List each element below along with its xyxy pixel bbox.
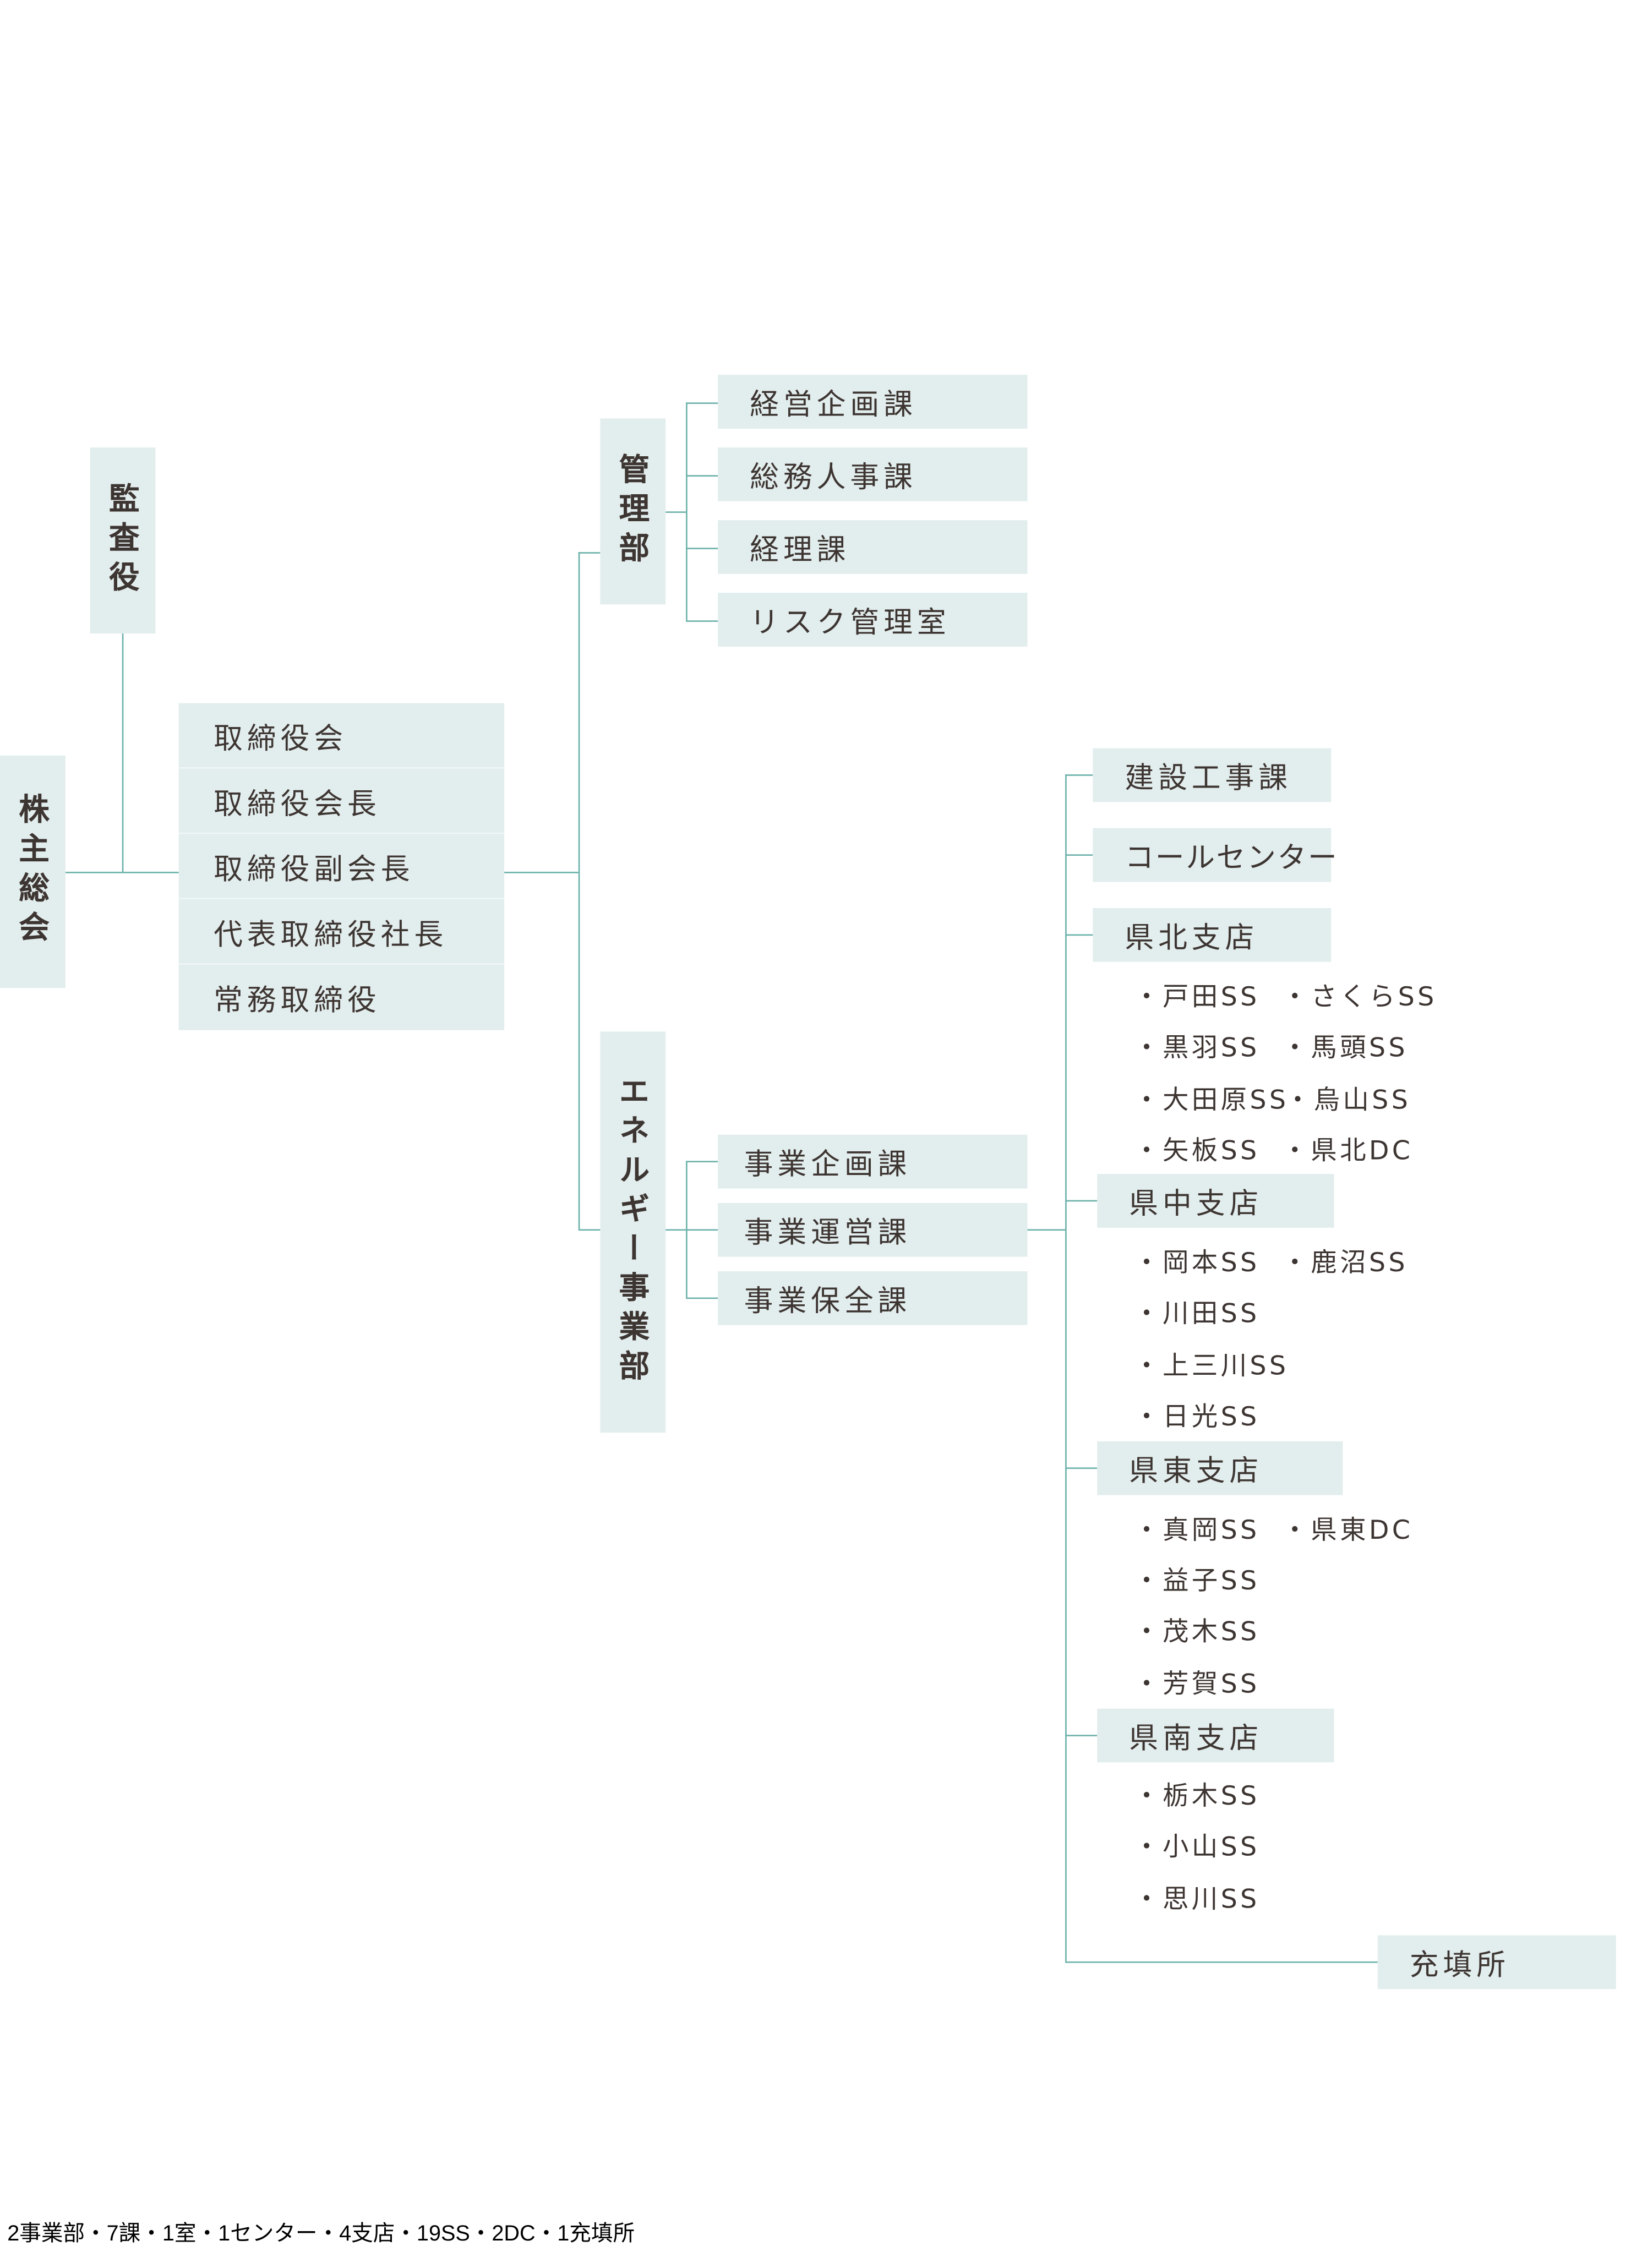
station: ・上三川SS bbox=[1133, 1351, 1289, 1382]
director-row: 取締役会 bbox=[178, 703, 505, 769]
section-box: 経理課 bbox=[718, 520, 1028, 574]
station: ・馬頭SS bbox=[1281, 1033, 1408, 1064]
energy-dept-label: エネルギー事業部 bbox=[615, 1075, 651, 1389]
connector bbox=[1065, 934, 1093, 936]
connector bbox=[686, 620, 718, 622]
section-box: リスク管理室 bbox=[718, 593, 1028, 647]
station: ・思川SS bbox=[1133, 1884, 1260, 1915]
connector bbox=[1065, 1467, 1098, 1469]
section-box: 経営企画課 bbox=[718, 375, 1028, 429]
filling-station-box: 充填所 bbox=[1377, 1935, 1616, 1990]
station: ・戸田SS bbox=[1133, 982, 1260, 1013]
connector bbox=[686, 475, 718, 477]
connector bbox=[578, 1229, 601, 1231]
board-box: 取締役会 取締役会長 取締役副会長 代表取締役社長 常務取締役 bbox=[178, 703, 505, 1030]
branch-box: 県北支店 bbox=[1093, 908, 1332, 962]
branch-box: 県東支店 bbox=[1097, 1441, 1343, 1495]
station: ・県東DC bbox=[1281, 1515, 1414, 1546]
shareholders-label: 株主総会 bbox=[15, 793, 51, 950]
station: ・さくらSS bbox=[1281, 982, 1437, 1013]
connector bbox=[665, 511, 686, 513]
station: ・益子SS bbox=[1133, 1566, 1260, 1597]
shareholders-box: 株主総会 bbox=[0, 755, 66, 988]
connector bbox=[504, 872, 579, 873]
connector bbox=[686, 1297, 718, 1299]
summary-footer: 2事業部・7課・1室・1センター・4支店・19SS・2DC・1充填所 bbox=[7, 2221, 635, 2247]
connector bbox=[65, 872, 179, 873]
connector bbox=[1065, 1200, 1098, 1202]
auditor-box: 監査役 bbox=[90, 447, 156, 634]
station: ・芳賀SS bbox=[1133, 1669, 1260, 1700]
connector bbox=[578, 552, 580, 1229]
connector bbox=[1065, 1735, 1098, 1736]
station: ・日光SS bbox=[1133, 1402, 1260, 1433]
station: ・矢板SS bbox=[1133, 1136, 1260, 1167]
connector bbox=[1027, 1229, 1066, 1231]
director-row: 取締役会長 bbox=[178, 768, 505, 834]
connector bbox=[122, 633, 124, 872]
auditor-label: 監査役 bbox=[105, 482, 140, 599]
station: ・鹿沼SS bbox=[1281, 1248, 1408, 1279]
station: ・川田SS bbox=[1133, 1299, 1260, 1330]
connector bbox=[1065, 774, 1093, 776]
station: ・烏山SS bbox=[1284, 1085, 1411, 1116]
connector bbox=[1065, 1961, 1378, 1963]
director-row: 取締役副会長 bbox=[178, 834, 505, 900]
director-row: 常務取締役 bbox=[178, 964, 505, 1030]
connector bbox=[686, 402, 688, 621]
connector bbox=[686, 1161, 718, 1162]
construction-box: 建設工事課 bbox=[1093, 748, 1332, 802]
connector bbox=[686, 548, 718, 549]
section-box: 事業保全課 bbox=[718, 1271, 1028, 1325]
director-row: 代表取締役社長 bbox=[178, 899, 505, 965]
branch-box: 県南支店 bbox=[1097, 1708, 1334, 1763]
section-box: 総務人事課 bbox=[718, 447, 1028, 501]
connector bbox=[686, 402, 718, 404]
call-center-box: コールセンター bbox=[1093, 828, 1337, 882]
connector bbox=[686, 1161, 688, 1298]
energy-dept-box: エネルギー事業部 bbox=[600, 1031, 666, 1433]
station: ・県北DC bbox=[1281, 1136, 1414, 1167]
station: ・大田原SS bbox=[1133, 1085, 1289, 1116]
station: ・黒羽SS bbox=[1133, 1033, 1260, 1064]
station: ・真岡SS bbox=[1133, 1515, 1260, 1546]
connector bbox=[665, 1229, 718, 1231]
connector bbox=[578, 552, 601, 554]
station: ・岡本SS bbox=[1133, 1248, 1260, 1279]
section-box: 事業運営課 bbox=[718, 1203, 1028, 1257]
branch-box: 県中支店 bbox=[1097, 1174, 1334, 1228]
connector bbox=[1065, 854, 1093, 856]
admin-dept-box: 管理部 bbox=[600, 418, 666, 605]
admin-dept-label: 管理部 bbox=[615, 452, 651, 571]
station: ・栃木SS bbox=[1133, 1781, 1260, 1812]
station: ・茂木SS bbox=[1133, 1617, 1260, 1648]
station: ・小山SS bbox=[1133, 1832, 1260, 1863]
section-box: 事業企画課 bbox=[718, 1134, 1028, 1189]
connector bbox=[1065, 774, 1067, 1962]
